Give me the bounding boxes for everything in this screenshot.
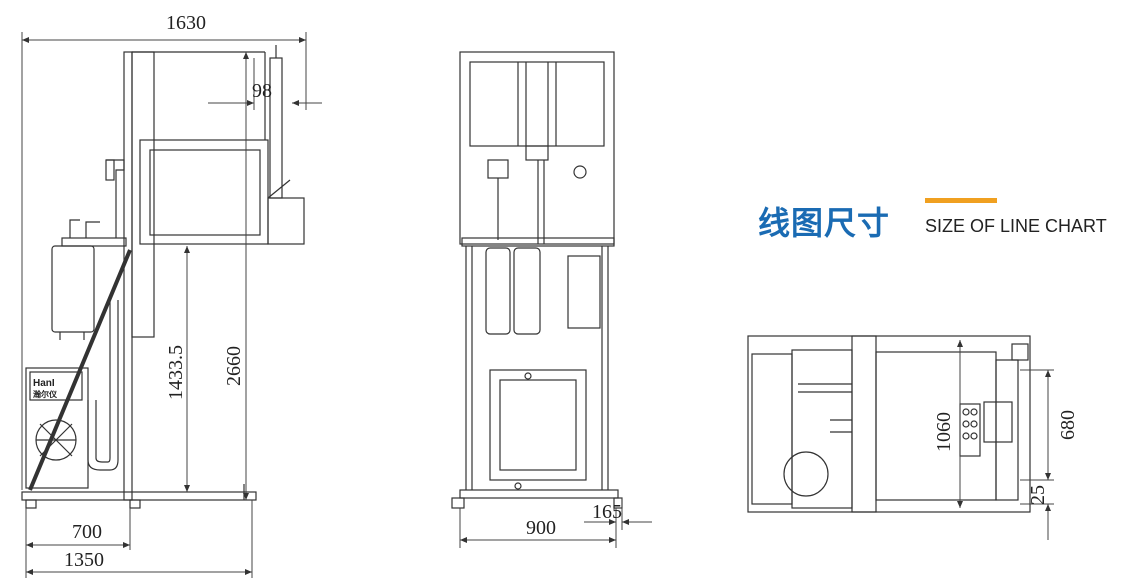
side-view-base: [21, 491, 257, 501]
side-view-u-pipe: [87, 300, 119, 471]
dim-label-front-width: 900: [526, 517, 556, 539]
side-view-control-box-door: [149, 149, 261, 236]
front-view-base: [459, 489, 619, 499]
side-view-brand-plate: [29, 371, 83, 401]
front-view-lower-door: [489, 369, 587, 481]
heading-chinese-title: 线图尺寸: [758, 204, 891, 242]
side-view-dimensions: [21, 32, 322, 578]
top-view-left-section: [751, 353, 793, 505]
dim-label-top-offset: 25: [1027, 485, 1049, 505]
front-view-top-panel: [469, 61, 605, 147]
side-view-faucet-right: [85, 221, 100, 238]
top-view-outer-frame: [747, 335, 1031, 513]
top-view-fan: [783, 451, 829, 497]
side-view-column: [123, 51, 133, 501]
side-view-control-box: [139, 139, 269, 245]
dim-label-base-partial: 700: [72, 521, 102, 543]
dim-label-total-width: 1630: [166, 12, 206, 34]
top-view-dimensions: [957, 340, 1054, 540]
heading-accent-bar: [925, 198, 997, 203]
dim-label-top-depth: 1060: [933, 412, 955, 452]
side-view-diagonal-strut: [28, 249, 132, 491]
top-view-bracket: [983, 401, 1013, 443]
top-view-column: [851, 335, 877, 513]
side-view-drawing: [21, 45, 305, 509]
front-view-dimensions: [459, 498, 652, 548]
side-view-rear-post: [269, 57, 283, 199]
top-view-rear-rail: [995, 359, 1019, 501]
dim-label-top-offset: 98: [252, 80, 272, 102]
side-view-pipe: [106, 159, 125, 238]
front-view-faucet: [487, 159, 509, 179]
dim-label-top-spacing: 680: [1057, 410, 1079, 440]
front-view-filter-left: [485, 247, 511, 335]
dim-label-front-offset: 165: [592, 501, 622, 523]
front-view-drawing: [451, 51, 623, 509]
heading-english-title: SIZE OF LINE CHART: [925, 216, 1107, 236]
dim-label-base-width: 1350: [64, 549, 104, 571]
top-view-chiller-section: [791, 349, 853, 509]
front-view-door-window: [499, 379, 577, 471]
side-view-water-tank: [51, 245, 95, 333]
front-view-valve: [573, 165, 587, 179]
side-view-column-plate: [131, 51, 155, 338]
side-view-shelf: [61, 237, 127, 247]
front-view-tank: [567, 255, 601, 329]
front-view-upper-frame: [459, 51, 615, 245]
side-view-faucet-left: [69, 219, 80, 238]
dim-label-total-height: 2660: [223, 346, 245, 386]
top-view-drawing: [747, 335, 1031, 513]
front-view-filter-right: [513, 247, 541, 335]
dim-label-lower-height: 1433.5: [165, 345, 187, 400]
side-view-brand-text: HanI: [33, 378, 55, 389]
side-view-brand-subtext: 瀚尔仪: [33, 389, 58, 399]
side-view-side-tray: [267, 197, 305, 245]
